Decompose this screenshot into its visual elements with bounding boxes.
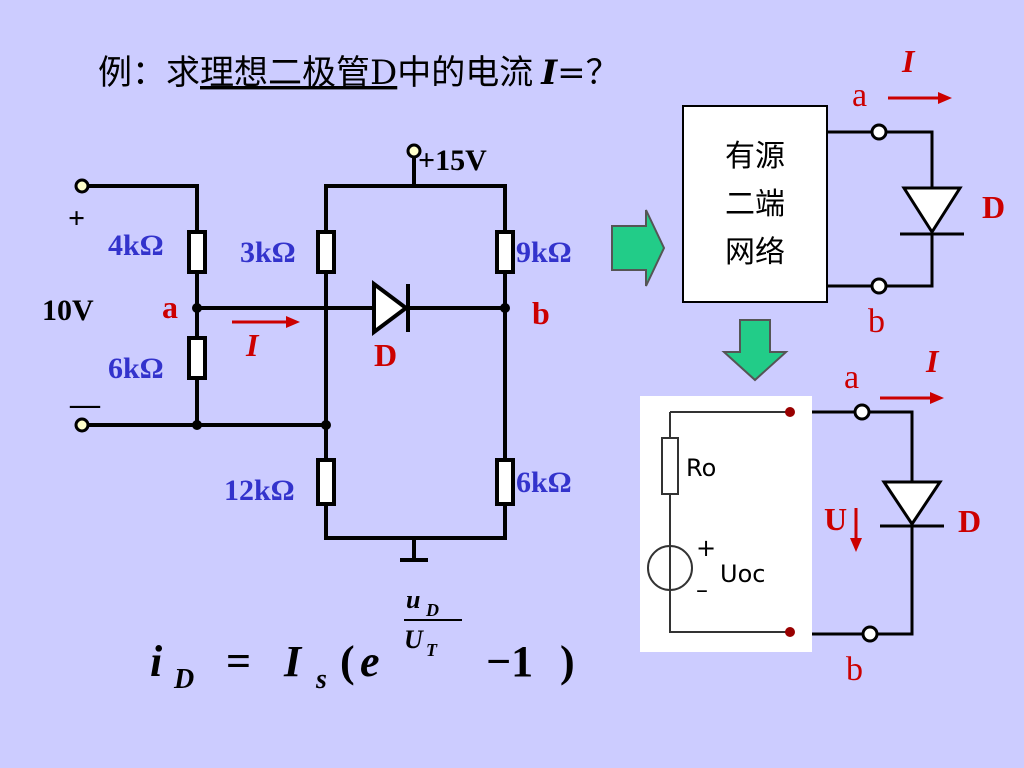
title-variable: I	[540, 53, 558, 93]
resistor-4k	[187, 230, 207, 274]
uoc-label: Uoc	[720, 560, 765, 588]
r-9k-label: 9kΩ	[516, 236, 572, 269]
network-line-2: 二端	[725, 187, 785, 222]
supply-terminal	[406, 143, 422, 159]
diode-symbol	[901, 186, 963, 235]
current-label: I	[925, 343, 940, 379]
formula-close-paren: )	[560, 637, 575, 686]
resistor-12k	[316, 458, 336, 506]
ro-label: Ro	[686, 454, 716, 482]
formula-e: e	[360, 637, 380, 686]
network-line-3: 网络	[725, 235, 785, 270]
node-a-dot	[192, 303, 202, 313]
uoc-plus-label: +	[696, 534, 716, 562]
wire	[870, 410, 914, 636]
resistor-9k	[495, 230, 515, 274]
source-minus-label: —	[69, 388, 101, 421]
formula-is: I	[283, 637, 303, 686]
left-circuit: + — 10V +15V 4kΩ 6kΩ 3kΩ 9kΩ 12kΩ 6kΩ a …	[42, 143, 572, 562]
formula-minus-one: −1	[486, 637, 533, 686]
resistor-6k-left	[187, 336, 207, 380]
r-12k-label: 12kΩ	[224, 474, 295, 507]
supply-label: +15V	[418, 144, 487, 177]
formula-exp-num-sub: D	[425, 600, 439, 620]
voltage-arrowhead	[850, 538, 862, 552]
r-4k-label: 4kΩ	[108, 229, 164, 262]
down-arrow-icon	[721, 319, 789, 382]
current-arrowhead	[938, 92, 952, 104]
diode-symbol	[881, 480, 943, 527]
terminal-a	[853, 403, 871, 421]
active-network-box	[682, 105, 828, 303]
thevenin-panel	[640, 396, 812, 652]
node-b-label: b	[532, 295, 550, 331]
diode-label: D	[982, 189, 1005, 225]
network-line-1: 有源	[725, 139, 785, 174]
source-voltage-label: 10V	[42, 294, 94, 327]
source-branch-wire	[88, 184, 199, 427]
formula-exp-den: U	[404, 625, 424, 654]
thevenin-circuit: Ro + – Uoc a b I U D	[640, 343, 981, 688]
voltage-label: U	[824, 501, 847, 537]
terminal-b	[861, 625, 879, 643]
source-plus-terminal	[74, 178, 90, 194]
formula-is-sub: s	[315, 664, 327, 695]
formula-exp-den-sub: T	[426, 640, 438, 660]
title-ending: =？	[557, 53, 620, 93]
current-arrowhead	[286, 316, 300, 328]
formula-equals: =	[226, 637, 251, 686]
right-arrow-icon	[611, 209, 666, 287]
junction-dot	[785, 407, 795, 417]
title-prefix: 例：求	[98, 53, 200, 93]
resistor-6k-right	[495, 458, 515, 506]
resistor-3k	[316, 230, 336, 274]
diode-symbol	[372, 280, 410, 336]
diode-label: D	[374, 337, 397, 373]
r-3k-label: 3kΩ	[240, 236, 296, 269]
terminal-b	[870, 277, 888, 295]
junction-dot	[321, 420, 331, 430]
uoc-minus-label: –	[696, 576, 708, 604]
title-underlined: 理想二极管D	[200, 53, 397, 93]
current-label: I	[245, 327, 260, 363]
resistor-ro	[661, 437, 679, 495]
r-6k-left-label: 6kΩ	[108, 352, 164, 385]
formula-exp-num: u	[406, 585, 420, 614]
junction-dot	[785, 627, 795, 637]
current-arrowhead	[930, 392, 944, 404]
source-minus-terminal	[74, 417, 90, 433]
node-a-label: a	[844, 359, 859, 396]
node-b-label: b	[868, 303, 885, 340]
node-a-label: a	[852, 77, 867, 114]
current-label: I	[901, 43, 916, 79]
bridge-loop-wire	[324, 184, 507, 540]
formula-lhs: i	[150, 637, 163, 686]
diode-label: D	[958, 503, 981, 539]
network-box-circuit: 有源 二端 网络 a b I D	[682, 43, 1005, 340]
r-6k-right-label: 6kΩ	[516, 466, 572, 499]
terminal-a	[870, 123, 888, 141]
junction-dot	[192, 420, 202, 430]
title-suffix: 中的电流	[397, 53, 533, 93]
source-plus-label: +	[68, 202, 85, 235]
node-a-label: a	[162, 289, 178, 325]
formula-lhs-sub: D	[173, 664, 194, 695]
diode-equation: i D = I s ( e u D U T −1 )	[150, 585, 575, 695]
node-b-label: b	[846, 651, 863, 688]
node-b-dot	[500, 303, 510, 313]
formula-open-paren: (	[340, 637, 355, 686]
